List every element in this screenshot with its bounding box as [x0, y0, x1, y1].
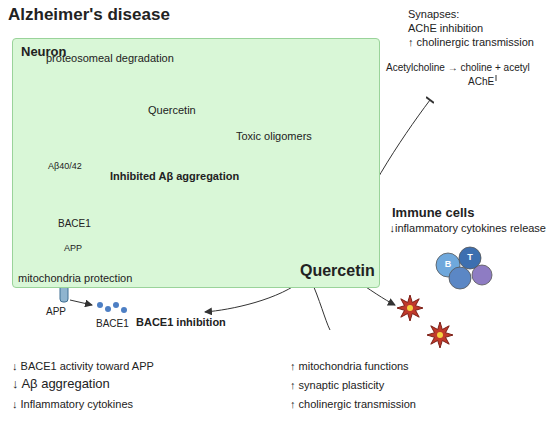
enzyme-label: BACE1	[58, 218, 91, 229]
effect-label: BACE1 inhibition	[136, 316, 226, 328]
process-label: proteosomeal degradation	[46, 52, 174, 64]
summary-item: ↑ mitochondria functions	[290, 360, 409, 372]
inhibition-line	[496, 75, 497, 81]
summary-item: ↑ synaptic plasticity	[290, 379, 384, 391]
enzyme-label: BACE1	[96, 318, 129, 329]
oligomer-label: Toxic oligomers	[236, 130, 312, 142]
drug-label: Quercetin	[300, 262, 375, 280]
protein-label: APP	[64, 244, 82, 254]
effect-label: AChE inhibition	[408, 22, 483, 34]
summary-item: ↓ Aβ aggregation	[12, 377, 110, 391]
drug-label: Quercetin	[148, 104, 196, 116]
diagram-title: Alzheimer's disease	[8, 6, 170, 25]
cell-label: T	[467, 253, 473, 263]
effect-label: ↑ cholinergic transmission	[408, 36, 534, 48]
effect-label: ↓inflammatory cytokines release	[389, 222, 546, 234]
summary-item: ↑ cholinergic transmission	[290, 398, 416, 410]
effect-label: Inhibited Aβ aggregation	[110, 170, 239, 182]
protein-label: APP	[46, 306, 66, 317]
reaction-label: Acetylcholine → choline + acetyl	[386, 62, 530, 73]
effect-label: mitochondria protection	[18, 272, 132, 284]
summary-item: ↓ Inflammatory cytokines	[12, 398, 133, 410]
peptide-label: Aβ40/42	[48, 162, 82, 172]
section-heading: Synapses:	[408, 8, 459, 20]
section-heading: Immune cells	[392, 206, 474, 220]
cell-label: B	[445, 260, 452, 270]
enzyme-label: AChE	[468, 76, 494, 87]
summary-item: ↓ BACE1 activity toward APP	[12, 360, 154, 372]
